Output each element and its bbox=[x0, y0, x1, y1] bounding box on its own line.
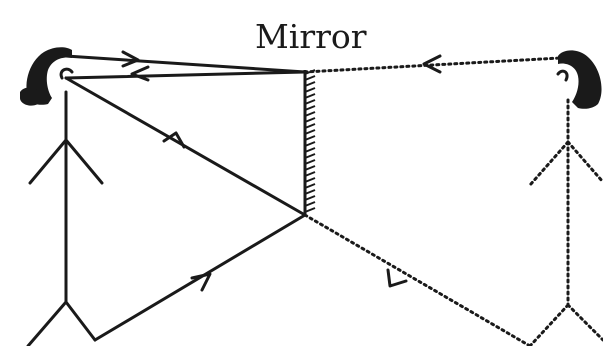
person-image-arm-left bbox=[528, 140, 570, 187]
arrow-virtual-top-left bbox=[422, 54, 442, 74]
arrow-diagonal-upleft bbox=[162, 131, 186, 149]
person-real-arm-left bbox=[28, 138, 68, 185]
mirror-hatching bbox=[304, 69, 316, 213]
person-image-ear bbox=[556, 69, 569, 82]
person-image bbox=[528, 50, 603, 346]
person-image-leg-right bbox=[566, 303, 603, 342]
arrowheads bbox=[121, 50, 442, 292]
person-real-leg-left bbox=[26, 300, 68, 346]
ray-virtual-top bbox=[303, 56, 562, 74]
person-real-ear bbox=[59, 67, 74, 80]
person-real-arm-right bbox=[64, 138, 104, 185]
ray-mirror-top-to-eye bbox=[64, 70, 307, 80]
arrow-top-right bbox=[121, 50, 140, 68]
person-image-leg-left bbox=[528, 303, 570, 346]
mirror-label: Mirror bbox=[255, 17, 367, 56]
rays bbox=[64, 54, 562, 346]
ray-head-to-mirror-top bbox=[64, 54, 307, 74]
person-real bbox=[20, 47, 104, 346]
arrow-foot-upright bbox=[190, 272, 212, 292]
arrow-virtual-bottom-upleft bbox=[386, 268, 408, 288]
person-image-hair bbox=[558, 50, 602, 109]
ray-eye-to-mirror-bottom bbox=[64, 76, 307, 217]
person-image-arm-right bbox=[566, 140, 603, 184]
mirror bbox=[303, 69, 316, 215]
person-real-leg-right bbox=[64, 300, 97, 342]
arrow-return-left bbox=[130, 65, 150, 82]
ray-virtual-bottom bbox=[303, 213, 532, 346]
